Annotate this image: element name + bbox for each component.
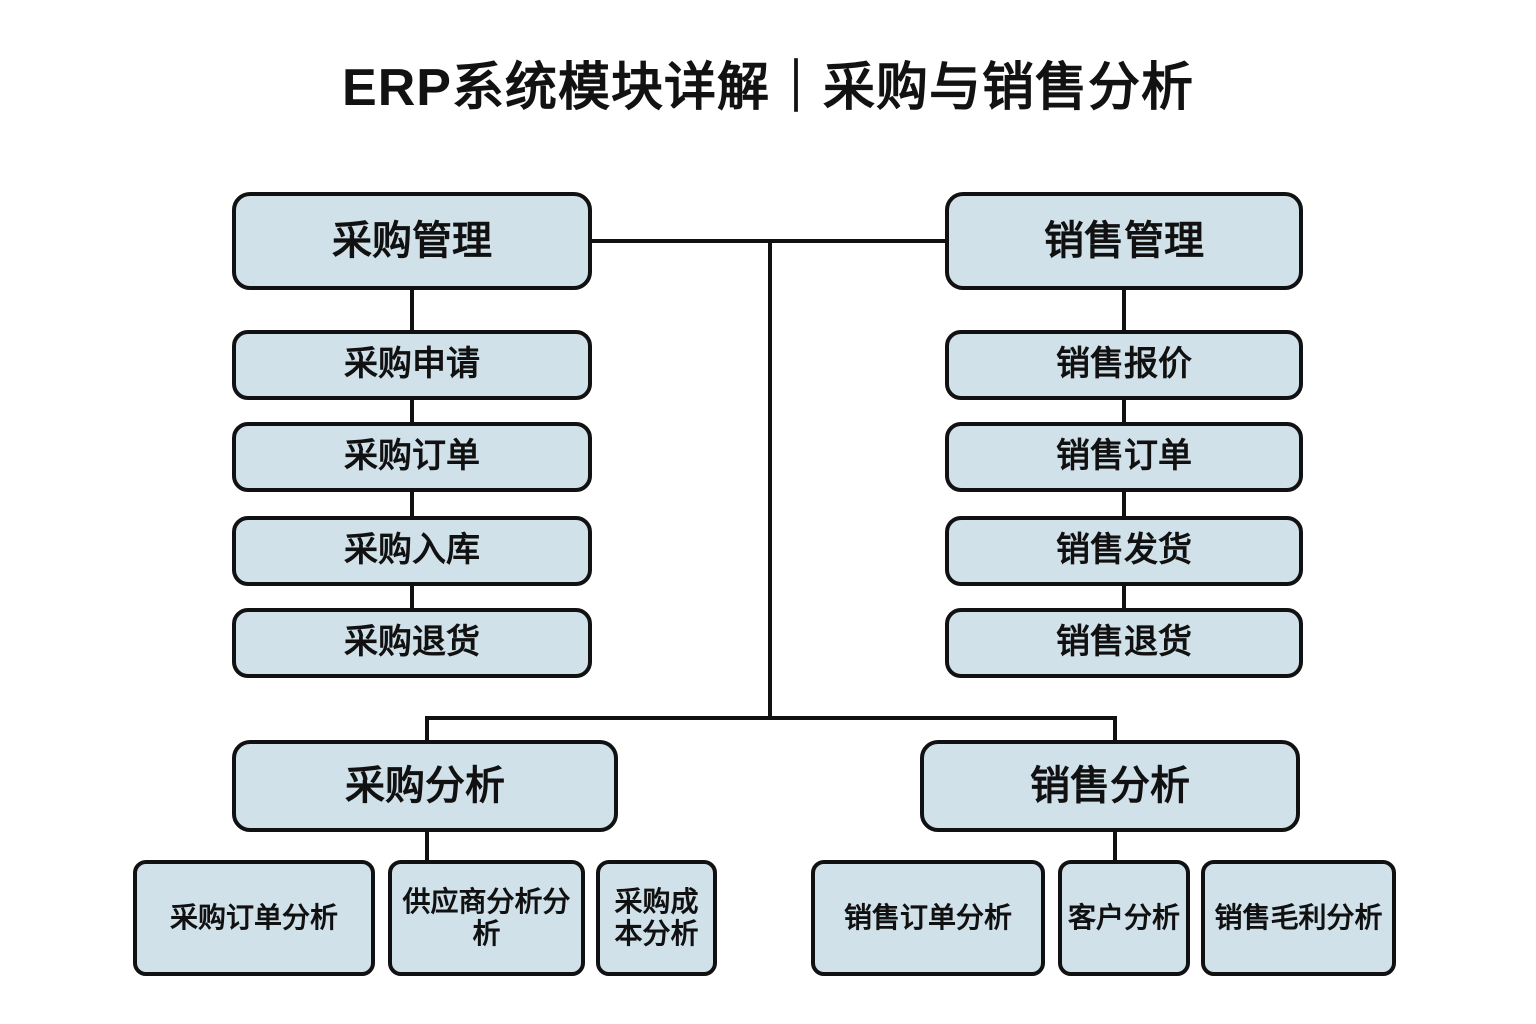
connector-sales-analysis-to-leaf	[1113, 830, 1117, 862]
node-purchase-step-3[interactable]: 采购入库	[232, 516, 592, 586]
connector-purchase-step3-to-step4	[410, 584, 414, 610]
connector-analysis-right-drop	[1113, 716, 1117, 742]
node-purchase-step-2[interactable]: 采购订单	[232, 422, 592, 492]
node-purchase-analysis-child-2[interactable]: 供应商分析分析	[388, 860, 585, 976]
page-title: ERP系统模块详解｜采购与销售分析	[342, 59, 1194, 117]
node-purchase-analysis-child-3[interactable]: 采购成本分析	[596, 860, 717, 976]
connector-purchase-head-to-step1	[410, 288, 414, 332]
node-sales-analysis-child-1[interactable]: 销售订单分析	[811, 860, 1045, 976]
node-sales-analysis-child-3[interactable]: 销售毛利分析	[1201, 860, 1396, 976]
connector-sales-step2-to-step3	[1122, 490, 1126, 518]
connector-purchase-step1-to-step2	[410, 398, 414, 424]
connector-sales-step1-to-step2	[1122, 398, 1126, 424]
node-purchase-step-1[interactable]: 采购申请	[232, 330, 592, 400]
node-purchase-step-4[interactable]: 采购退货	[232, 608, 592, 678]
connector-analysis-left-drop	[425, 716, 429, 742]
connector-sales-head-to-step1	[1122, 288, 1126, 332]
node-sales-step-3[interactable]: 销售发货	[945, 516, 1303, 586]
connector-purchase-analysis-to-leaf	[425, 830, 429, 862]
connector-sales-step3-to-step4	[1122, 584, 1126, 610]
connector-analysis-bar	[425, 716, 1117, 720]
node-purchase-analysis[interactable]: 采购分析	[232, 740, 618, 832]
node-sales-step-1[interactable]: 销售报价	[945, 330, 1303, 400]
node-sales-analysis-child-2[interactable]: 客户分析	[1058, 860, 1190, 976]
node-purchase-analysis-child-1[interactable]: 采购订单分析	[133, 860, 375, 976]
node-sales-head[interactable]: 销售管理	[945, 192, 1303, 290]
node-sales-analysis[interactable]: 销售分析	[920, 740, 1300, 832]
node-purchase-head[interactable]: 采购管理	[232, 192, 592, 290]
connector-center-trunk	[768, 239, 772, 720]
node-sales-step-4[interactable]: 销售退货	[945, 608, 1303, 678]
node-sales-step-2[interactable]: 销售订单	[945, 422, 1303, 492]
connector-purchase-step2-to-step3	[410, 490, 414, 518]
